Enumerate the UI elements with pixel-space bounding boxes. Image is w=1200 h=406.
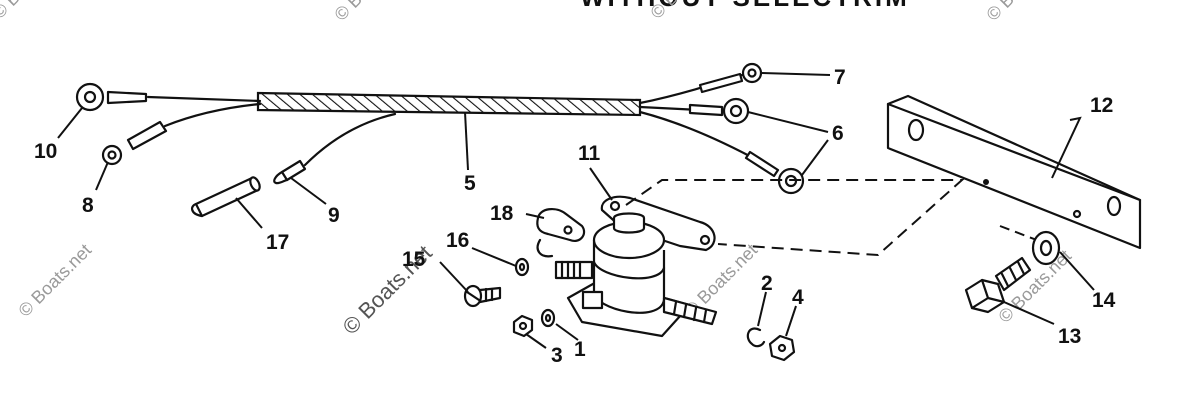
watermark: © Boats.net <box>330 0 411 25</box>
nut-hole <box>518 321 528 331</box>
callout-8: 8 <box>82 194 94 217</box>
assembly-dashed-line <box>625 179 965 257</box>
callout-2: 2 <box>761 272 773 295</box>
washer-hole <box>518 262 526 272</box>
callout-12: 12 <box>1090 94 1113 117</box>
callout-14: 14 <box>1092 289 1116 312</box>
washer <box>514 257 530 277</box>
callout-labels: 1 2 3 4 5 6 7 8 9 10 11 12 13 14 15 16 1… <box>34 66 1116 367</box>
screw <box>463 284 502 308</box>
callout-17: 17 <box>266 231 289 254</box>
callout-5: 5 <box>464 172 476 195</box>
watermark: © Boats.net <box>0 0 69 23</box>
clip <box>536 208 586 258</box>
solenoid <box>554 195 718 338</box>
callout-13: 13 <box>1058 325 1081 348</box>
leader-lines <box>57 72 1095 349</box>
callout-11: 11 <box>578 142 601 165</box>
callout-4: 4 <box>792 286 804 309</box>
hex-nut <box>768 334 796 362</box>
washer-hole <box>544 313 552 323</box>
washer <box>540 308 556 328</box>
retainer-clip <box>746 327 766 348</box>
wiring-harness <box>75 62 805 195</box>
callout-9: 9 <box>328 204 340 227</box>
watermark: © Boats.net <box>982 0 1063 25</box>
callout-7: 7 <box>834 66 846 89</box>
callout-3: 3 <box>551 344 563 367</box>
watermark: © Boats.net <box>14 240 95 321</box>
callout-15: 15 <box>402 248 426 271</box>
sleeve <box>191 176 261 218</box>
nut-hole <box>777 343 787 353</box>
nut <box>512 314 534 338</box>
callout-10: 10 <box>34 140 57 163</box>
callout-16: 16 <box>446 229 469 252</box>
callout-1: 1 <box>574 338 586 361</box>
callout-6: 6 <box>832 122 844 145</box>
mounting-plate <box>886 94 1142 250</box>
lock-washer <box>1031 230 1061 266</box>
harness-sheath <box>256 91 642 117</box>
diagram-title: WITHOUT SELECTRIM <box>580 0 910 12</box>
callout-18: 18 <box>490 202 514 225</box>
hex-bolt <box>964 256 1032 314</box>
